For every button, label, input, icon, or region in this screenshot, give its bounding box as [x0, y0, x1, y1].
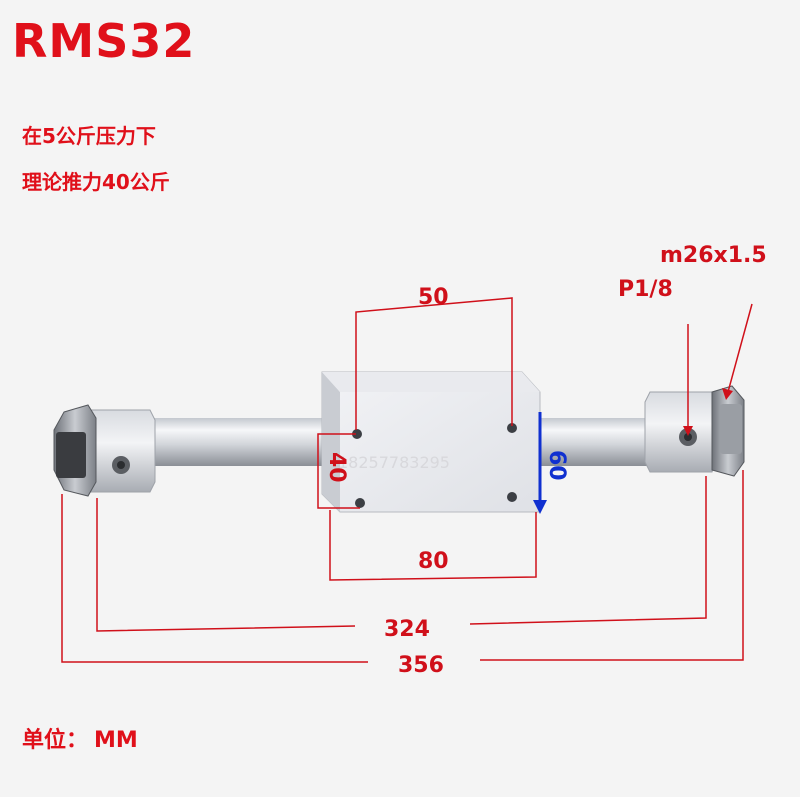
port-thread-label: P1/8: [618, 277, 673, 302]
dim-end-cap-spacing: [96, 476, 707, 632]
block-hole: [507, 423, 517, 433]
nut-thread-label: m26x1.5: [660, 243, 767, 268]
unit-value: MM: [94, 728, 138, 753]
block-hole: [352, 429, 362, 439]
thrust-note: 理论推力40公斤: [22, 170, 170, 194]
unit-label-text: 单位：: [22, 728, 89, 753]
pressure-note: 在5公斤压力下: [22, 124, 156, 148]
dim-overall-length: [61, 470, 744, 663]
dim-end-cap-spacing-label: 324: [384, 617, 430, 642]
block-hole: [507, 492, 517, 502]
left-end-cap: [87, 409, 156, 493]
nut-thread-leader: [722, 303, 753, 400]
dim-hole-spacing: [355, 297, 513, 430]
dim-overall-length-label: 356: [398, 653, 444, 678]
dim-hole-height: [317, 433, 360, 509]
dim-hole-height-label: 40: [324, 452, 349, 483]
dim-block-height-label: 60: [544, 450, 569, 481]
dim-block-height: [533, 412, 547, 514]
unit-label: 单位：MM: [22, 722, 138, 754]
port-thread-leader: [683, 324, 693, 436]
block-hole: [355, 498, 365, 508]
watermark: 18257783295: [338, 453, 450, 472]
right-nut: [711, 385, 745, 477]
product-title: RMS32: [12, 14, 196, 68]
slider-block: [321, 371, 541, 513]
dim-hole-spacing-label: 50: [418, 285, 449, 310]
right-end-cap: [644, 391, 716, 473]
dim-block-length: [329, 510, 537, 581]
left-nut: [53, 404, 97, 497]
dim-block-length-label: 80: [418, 549, 449, 574]
